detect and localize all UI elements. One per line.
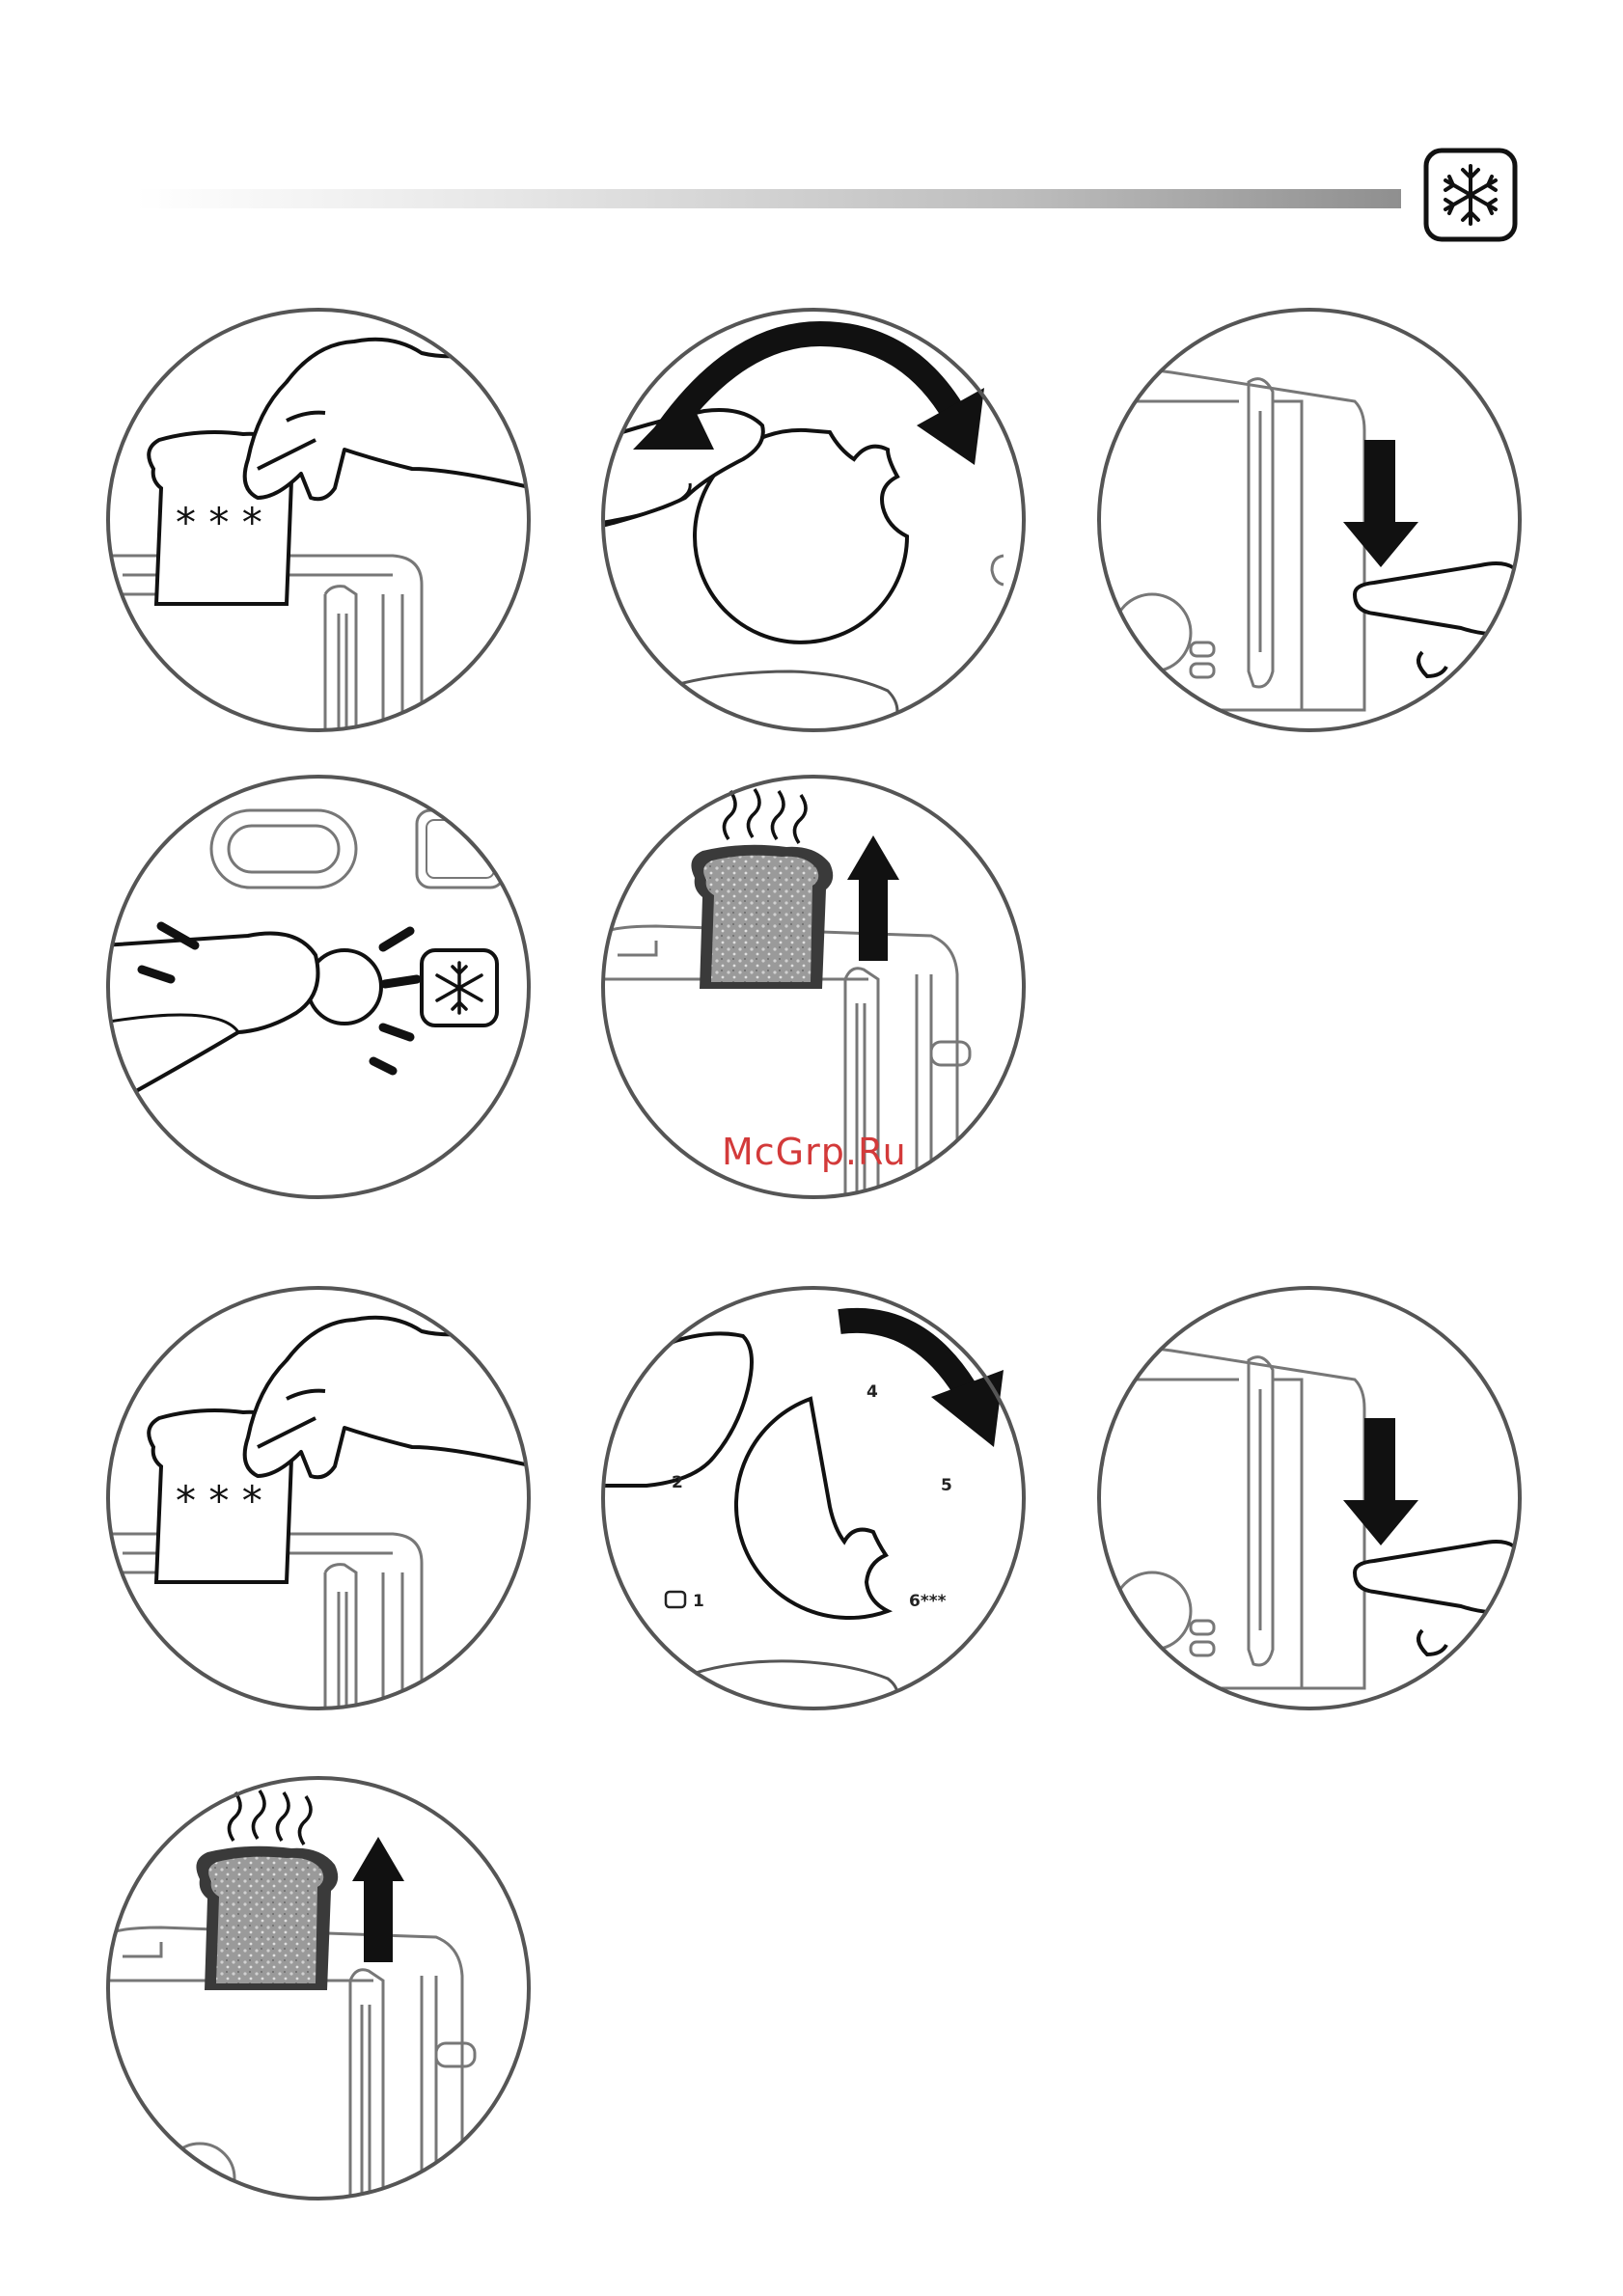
arrow-up-icon	[352, 1837, 404, 1962]
step-press-lever-panel-2	[1094, 1283, 1525, 1713]
step-insert-bread-panel: * * *	[103, 305, 534, 735]
dial-label-4: 4	[867, 1382, 878, 1402]
snowflake-icon	[422, 950, 497, 1025]
step-turn-dial-panel	[598, 305, 1029, 735]
dial-label-2: 2	[672, 1473, 683, 1492]
header-gradient-bar	[135, 189, 1401, 208]
step-toast-popup-panel-2	[103, 1773, 534, 2203]
steam-lines	[724, 789, 806, 843]
step-defrost-button-panel	[103, 772, 534, 1202]
steam-lines	[229, 1790, 311, 1845]
step-insert-bread-panel-2: * * *	[103, 1283, 534, 1713]
toast-icon	[196, 1846, 338, 1990]
clockwise-arrow-icon	[839, 1321, 1004, 1447]
dial-label-5: 5	[941, 1476, 952, 1495]
arrow-up-icon	[847, 835, 899, 961]
watermark-text: McGrp.Ru	[722, 1131, 907, 1173]
toast-icon	[691, 845, 833, 989]
arrow-down-icon	[1343, 440, 1418, 567]
step-press-lever-panel	[1094, 305, 1525, 735]
dial-label-6: 6***	[909, 1592, 947, 1611]
dial-label-1: 1	[693, 1592, 704, 1611]
frozen-mark: * * *	[176, 1477, 262, 1524]
arrow-down-icon	[1343, 1418, 1418, 1545]
finger-icon	[1355, 563, 1525, 676]
toaster-icon	[666, 1592, 685, 1607]
frozen-mark: * * *	[176, 499, 262, 546]
hand-icon	[245, 340, 534, 500]
finger-icon	[1355, 1542, 1525, 1654]
snowflake-icon	[1422, 147, 1519, 243]
hand-icon	[245, 1318, 534, 1478]
step-set-browning-panel: 4 2 5 1 6***	[598, 1283, 1029, 1713]
